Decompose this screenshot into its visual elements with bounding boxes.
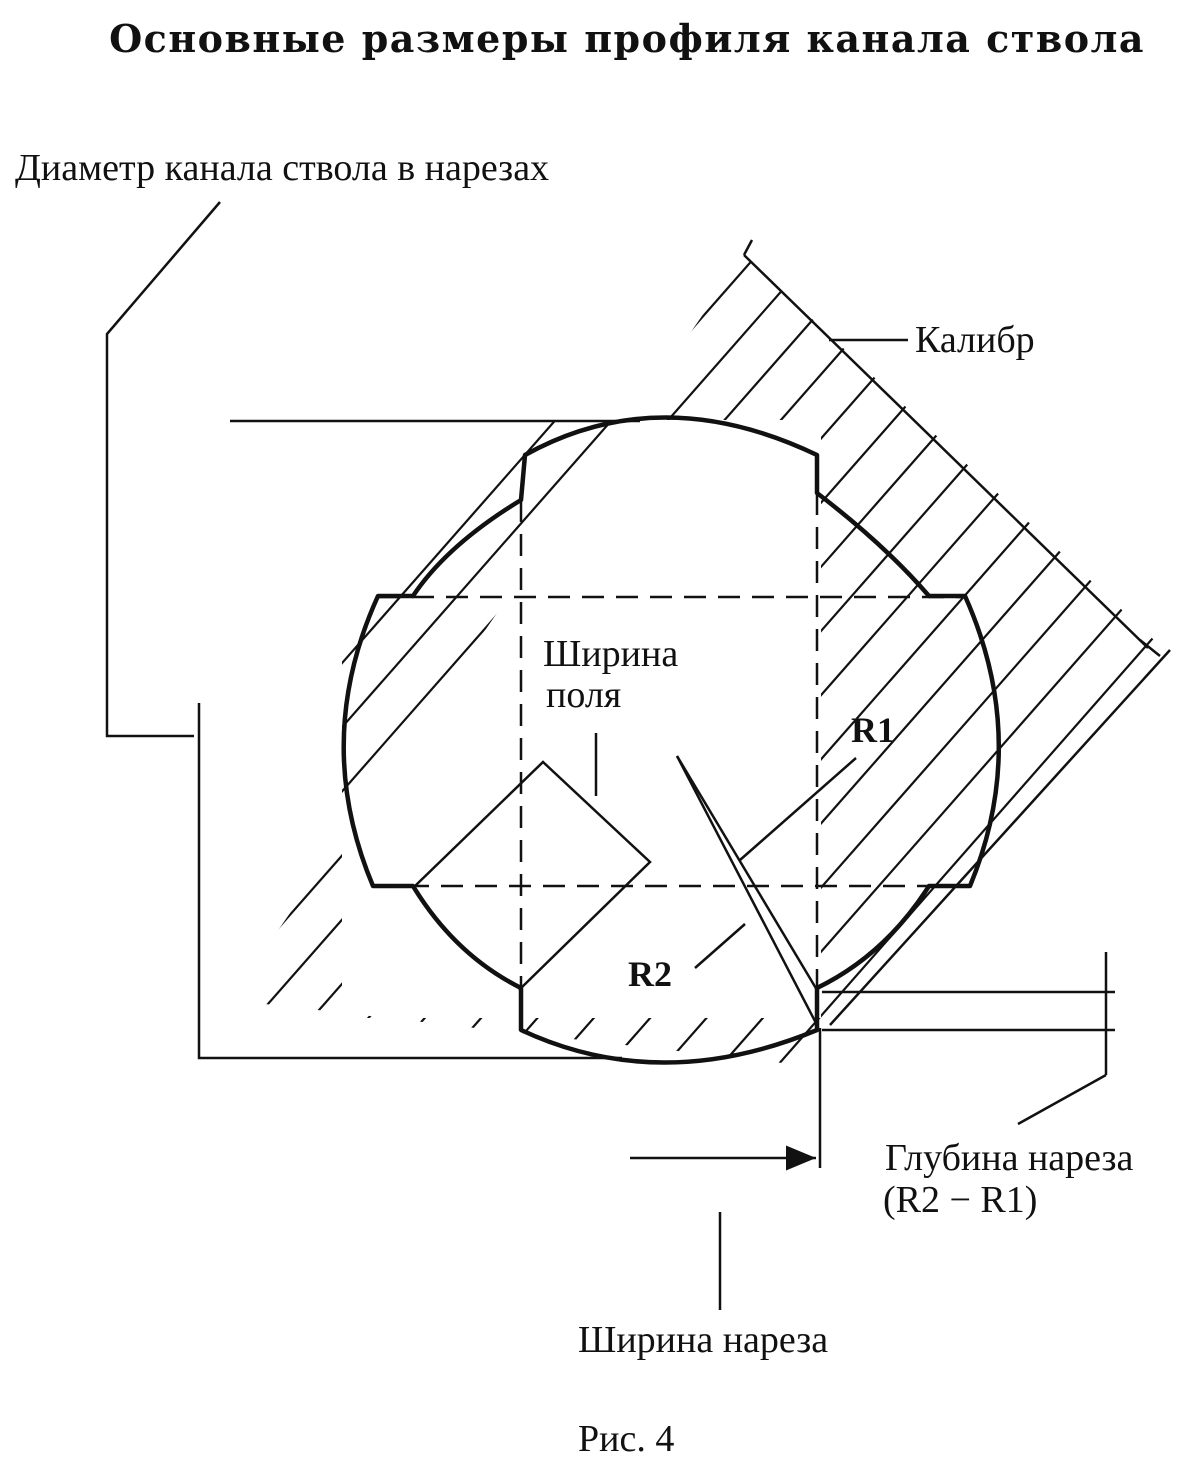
r2-label: R2 bbox=[628, 954, 672, 994]
radius-lines bbox=[675, 755, 857, 1026]
figure-caption: Рис. 4 bbox=[578, 1418, 674, 1460]
bore-profile-outline bbox=[341, 415, 1001, 1065]
land-width-label-line1: Ширина bbox=[543, 633, 678, 675]
groove-depth-dimension bbox=[822, 952, 1115, 1126]
land-width-marker bbox=[414, 733, 652, 991]
land-width-label-line2: поля bbox=[546, 674, 621, 716]
construction-dashed-lines bbox=[373, 493, 970, 988]
bore-diameter-leader bbox=[105, 201, 221, 738]
groove-depth-label-line1: Глубина нареза bbox=[885, 1137, 1133, 1179]
groove-depth-label-line2: (R2 − R1) bbox=[883, 1179, 1037, 1221]
bore-diameter-bracket bbox=[197, 703, 622, 1060]
diagram-title: Основные размеры профиля канала ствола bbox=[109, 16, 1145, 61]
bore-diameter-label: Диаметр канала ствола в нарезах bbox=[15, 147, 549, 189]
r1-label: R1 bbox=[851, 710, 895, 750]
caliber-label: Калибр bbox=[915, 319, 1035, 361]
gauge-hatching bbox=[230, 255, 1170, 1065]
groove-width-dimension bbox=[630, 1028, 822, 1310]
groove-width-label: Ширина нареза bbox=[578, 1319, 828, 1361]
gauge-outline bbox=[742, 239, 1171, 1026]
